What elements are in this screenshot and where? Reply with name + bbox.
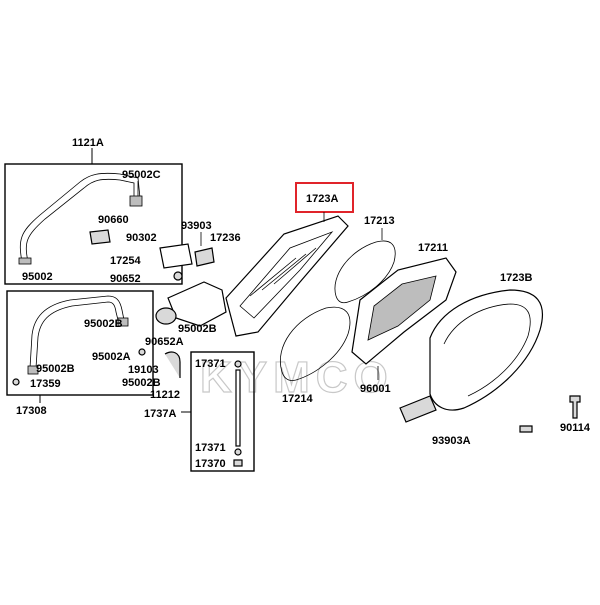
label-17236[interactable]: 17236: [210, 232, 241, 244]
breather-hose-1121a: [19, 172, 141, 263]
screw-93903a: [519, 425, 533, 433]
case-inner-frame: [239, 231, 334, 319]
label-95002b-box[interactable]: 95002B: [84, 318, 123, 330]
air-cleaner-case-1723a: [225, 215, 349, 337]
intake-duct: [167, 281, 227, 327]
label-1723a[interactable]: 1723A: [306, 193, 338, 205]
part-11212-hose: [164, 351, 181, 378]
part-95002a: [138, 348, 146, 356]
drain-tube-17308-outline: [35, 301, 119, 369]
label-90302[interactable]: 90302: [126, 232, 157, 244]
label-95002a[interactable]: 95002A: [92, 351, 131, 363]
label-1121a[interactable]: 1121A: [72, 137, 104, 149]
label-90660[interactable]: 90660: [98, 214, 129, 226]
part-17359: [12, 378, 20, 386]
label-95002b-low[interactable]: 95002B: [122, 377, 161, 389]
watermark-text: KYMCO: [200, 353, 394, 402]
label-90652[interactable]: 90652: [110, 273, 141, 285]
label-17371-top[interactable]: 17371: [195, 358, 226, 370]
label-95002c[interactable]: 95002C: [122, 169, 161, 181]
label-17254[interactable]: 17254: [110, 255, 141, 267]
part-17254: [159, 243, 193, 269]
hose-clamp-top: [129, 195, 143, 207]
label-17214[interactable]: 17214: [282, 393, 313, 405]
highlight-box-1723a: [295, 182, 354, 213]
label-93903a[interactable]: 93903A: [432, 435, 471, 447]
gasket-17214: [280, 306, 351, 381]
part-1737a-tube: [235, 369, 241, 447]
label-17213[interactable]: 17213: [364, 215, 395, 227]
part-17370: [233, 459, 243, 467]
label-90114[interactable]: 90114: [560, 422, 591, 434]
hose-clamp-bottom: [18, 257, 32, 265]
part-17371-bottom: [234, 448, 242, 456]
cover-inner-edge: [443, 303, 531, 397]
drain-tube-17308: [29, 295, 125, 369]
label-93903[interactable]: 93903: [181, 220, 212, 232]
label-95002b-mid[interactable]: 95002B: [178, 323, 217, 335]
air-cleaner-cover-1723b: [429, 289, 544, 411]
label-17211[interactable]: 17211: [418, 242, 448, 254]
label-17308[interactable]: 17308: [16, 405, 47, 417]
filter-mesh: [367, 275, 437, 341]
intake-clamp: [155, 307, 177, 325]
screw-90114: [569, 395, 581, 419]
breather-hose-1121a-outline: [25, 178, 135, 263]
label-95002b-left[interactable]: 95002B: [36, 363, 75, 375]
label-1737a[interactable]: 1737A: [144, 408, 176, 420]
gasket-17213: [334, 240, 396, 304]
label-17371-bottom[interactable]: 17371: [195, 442, 226, 454]
tube-clamp-top: [117, 317, 129, 327]
part-90660: [89, 229, 111, 245]
label-95002-top[interactable]: 95002: [22, 271, 53, 283]
part-17371-top: [234, 360, 242, 368]
group-box-17308: [6, 290, 154, 396]
label-1723b[interactable]: 1723B: [500, 272, 532, 284]
label-19103[interactable]: 19103: [128, 364, 159, 376]
label-11212[interactable]: 11212: [150, 389, 180, 401]
part-90652: [173, 271, 183, 281]
label-17370[interactable]: 17370: [195, 458, 226, 470]
label-96001[interactable]: 96001: [360, 383, 391, 395]
group-box-1121a: [4, 163, 183, 285]
label-90652a[interactable]: 90652A: [145, 336, 184, 348]
tube-clamp-bottom: [27, 365, 39, 375]
cover-snorkel: [399, 395, 437, 423]
label-17359[interactable]: 17359: [30, 378, 61, 390]
part-17236: [194, 247, 215, 267]
case-ribs: [249, 247, 317, 297]
